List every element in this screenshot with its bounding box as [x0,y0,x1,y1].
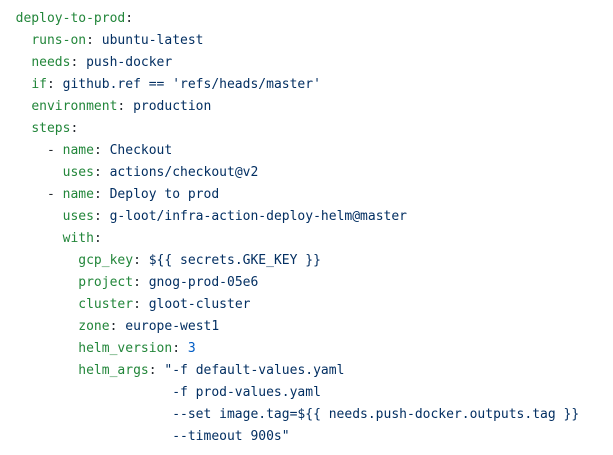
yaml-key: uses [62,165,94,180]
code-line: - name: Deploy to prod [0,184,613,206]
line-indent [0,121,31,136]
yaml-value: -f prod-values.yaml [172,385,321,400]
yaml-separator: : [93,143,110,158]
code-line: --timeout 900s" [0,426,613,448]
yaml-key: deploy-to-prod [15,11,126,26]
line-indent: - [0,187,63,202]
line-indent [0,407,172,422]
line-indent [0,385,172,400]
yaml-separator: : [133,297,149,312]
yaml-key: project [78,275,134,290]
line-indent [0,165,63,180]
code-line: helm_args: "-f default-values.yaml [0,360,613,382]
yaml-value: production [133,99,212,114]
yaml-separator: : [93,165,110,180]
yaml-value: --timeout 900s" [172,429,290,444]
yaml-separator: : [93,231,102,246]
yaml-value: github.ref == 'refs/heads/master' [62,77,321,92]
yaml-key: name [62,143,94,158]
yaml-separator: : [125,11,134,26]
yaml-value: actions/checkout@v2 [109,165,259,180]
line-indent [0,55,31,70]
yaml-value: push-docker [86,55,173,70]
yaml-value: ubuntu-latest [101,33,204,48]
code-line: helm_version: 3 [0,338,613,360]
yaml-separator: : [148,363,165,378]
line-indent [0,77,31,92]
yaml-key: if [31,77,47,92]
yaml-separator: : [117,99,134,114]
line-indent: - [0,143,63,158]
code-line: deploy-to-prod: [0,8,613,30]
yaml-value: --set image.tag=${{ needs.push-docker.ou… [172,407,580,422]
code-line: uses: actions/checkout@v2 [0,162,613,184]
yaml-key: zone [78,319,110,334]
yaml-separator: : [86,33,102,48]
code-line: steps: [0,118,613,140]
yaml-key: runs-on [31,33,87,48]
code-line: with: [0,228,613,250]
line-indent [0,209,63,224]
yaml-key: with [62,231,94,246]
code-line: gcp_key: ${{ secrets.GKE_KEY }} [0,250,613,272]
yaml-separator: : [133,275,149,290]
yaml-key: helm_args [78,363,149,378]
yaml-separator: : [172,341,188,356]
code-line: cluster: gloot-cluster [0,294,613,316]
yaml-separator: : [93,187,110,202]
line-indent [0,363,78,378]
yaml-key: environment [31,99,118,114]
line-indent [0,341,78,356]
yaml-value: Deploy to prod [109,187,220,202]
code-line: - name: Checkout [0,140,613,162]
line-indent [0,275,78,290]
line-indent [0,99,31,114]
code-line: project: gnog-prod-05e6 [0,272,613,294]
code-line: runs-on: ubuntu-latest [0,30,613,52]
line-indent [0,319,78,334]
yaml-value: ${{ secrets.GKE_KEY }} [148,253,321,268]
yaml-value: gnog-prod-05e6 [148,275,259,290]
yaml-key: steps [31,121,71,136]
code-line: needs: push-docker [0,52,613,74]
yaml-key: gcp_key [78,253,134,268]
code-line: --set image.tag=${{ needs.push-docker.ou… [0,404,613,426]
yaml-key: cluster [78,297,134,312]
line-indent [0,429,172,444]
yaml-value: g-loot/infra-action-deploy-helm@master [109,209,408,224]
yaml-value: Checkout [109,143,173,158]
yaml-value: "-f default-values.yaml [164,363,345,378]
line-indent [0,231,63,246]
code-line: -f prod-values.yaml [0,382,613,404]
yaml-separator: : [93,209,110,224]
line-indent [0,297,78,312]
line-indent [0,11,16,26]
code-line: if: github.ref == 'refs/heads/master' [0,74,613,96]
code-line: uses: g-loot/infra-action-deploy-helm@ma… [0,206,613,228]
code-line: environment: production [0,96,613,118]
yaml-key: helm_version [78,341,173,356]
code-line: zone: europe-west1 [0,316,613,338]
yaml-key: name [62,187,94,202]
yaml-separator: : [70,121,79,136]
yaml-separator: : [46,77,63,92]
line-indent [0,33,31,48]
line-indent [0,253,78,268]
yaml-key: uses [62,209,94,224]
yaml-value: gloot-cluster [148,297,251,312]
yaml-key: needs [31,55,71,70]
yaml-separator: : [133,253,149,268]
yaml-separator: : [109,319,126,334]
yaml-value: europe-west1 [125,319,220,334]
yaml-separator: : [70,55,87,70]
yaml-value: 3 [187,341,196,356]
